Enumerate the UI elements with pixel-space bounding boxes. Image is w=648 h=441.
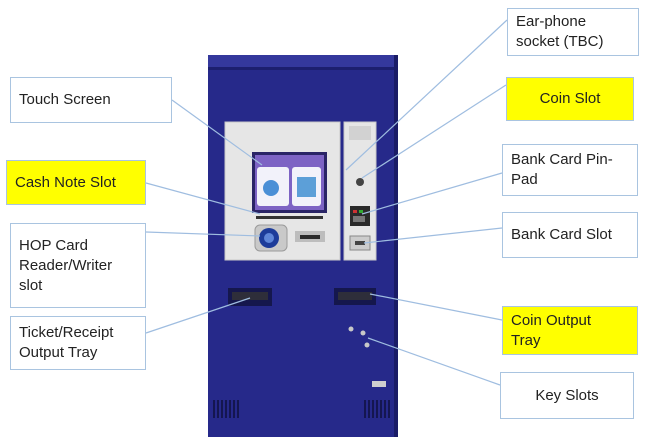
label-bank-card-pinpad: Bank Card Pin- Pad [502, 144, 638, 196]
label-touch-screen: Touch Screen [10, 77, 172, 123]
label-bank-card-slot: Bank Card Slot [502, 212, 638, 258]
callout-line-bank-card [363, 227, 503, 244]
label-coin-slot: Coin Slot [506, 77, 634, 121]
callout-lines [145, 19, 508, 386]
cash-note-slot [256, 216, 323, 219]
label-key-slots: Key Slots [500, 372, 634, 419]
cabinet-top [208, 55, 398, 67]
label-text: Bank Card Slot [511, 226, 612, 243]
key-slot [360, 330, 366, 336]
label-text: Ticket/Receipt Output Tray [19, 324, 114, 361]
left-vent [213, 400, 239, 418]
earphone-socket [356, 178, 364, 186]
callout-line-coin-output [369, 293, 503, 321]
right-vent [364, 400, 390, 418]
callout-line-hop-card [145, 231, 261, 237]
callout-line-touch-screen [171, 99, 263, 166]
callout-line-coin-slot [361, 84, 507, 179]
label-text: HOP Card Reader/Writer slot [19, 236, 113, 294]
label-text: Touch Screen [19, 91, 111, 108]
key-slot [348, 326, 354, 332]
key-slot [364, 342, 370, 348]
callout-line-ticket-tray [145, 297, 251, 334]
label-text: Coin Output Tray [511, 311, 592, 349]
label-earphone-socket: Ear-phone socket (TBC) [507, 8, 639, 56]
label-text: Coin Slot [539, 90, 601, 107]
ticket-machine [208, 55, 398, 437]
label-cash-note-slot: Cash Note Slot [6, 160, 146, 205]
label-text: Ear-phone socket (TBC) [516, 13, 604, 50]
label-text: Bank Card Pin- Pad [511, 151, 613, 188]
label-hop-card-reader: HOP Card Reader/Writer slot [10, 223, 146, 308]
label-text: Cash Note Slot [15, 173, 116, 191]
serial-plate [372, 381, 386, 387]
coin-slot [349, 126, 371, 140]
label-ticket-receipt-tray: Ticket/Receipt Output Tray [10, 316, 146, 370]
callout-line-cash-note [145, 182, 261, 215]
callout-line-key-slots [367, 337, 501, 386]
callout-line-pinpad [361, 172, 503, 215]
label-text: Key Slots [535, 386, 599, 404]
callout-line-earphone [345, 19, 508, 171]
label-coin-output-tray: Coin Output Tray [502, 306, 638, 355]
